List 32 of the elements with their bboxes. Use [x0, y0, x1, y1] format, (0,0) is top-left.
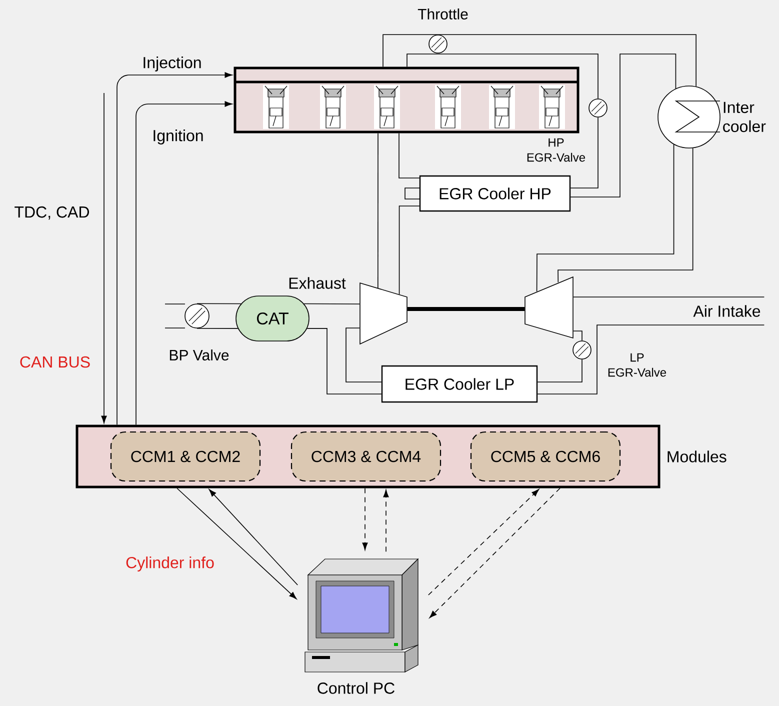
cooler-box: EGR Cooler HP	[419, 175, 571, 212]
arrow	[428, 489, 540, 596]
component-label: Control PC	[318, 682, 394, 694]
text-label: CAN BUS	[20, 356, 90, 368]
component-label: Air Intake	[693, 305, 760, 317]
edge-label: TDC, CAD	[13, 205, 91, 221]
arrow	[136, 101, 232, 426]
arrow	[362, 488, 368, 550]
arrow	[573, 330, 582, 341]
arrow	[429, 488, 560, 618]
text-label: Cylinder info	[126, 556, 214, 572]
text-label: BP Valve	[170, 349, 229, 360]
edge-label: Injection	[141, 56, 203, 72]
component-label: Exhaust	[289, 277, 346, 289]
arrow	[101, 92, 107, 424]
arrow	[176, 488, 297, 600]
valve-symbol	[588, 98, 608, 118]
text-label: HP EGR-Valve	[527, 138, 586, 162]
arrow	[116, 72, 232, 426]
module-box: CCM1 & CCM2	[110, 431, 261, 482]
edge-label: Ignition	[151, 128, 205, 146]
cooler-box: EGR Cooler LP	[381, 365, 538, 403]
arrow	[208, 489, 298, 586]
component-label: Modules	[668, 450, 726, 462]
arrow	[383, 490, 389, 552]
module-box: CCM5 & CCM6	[470, 431, 621, 482]
component-label: Inter cooler	[723, 102, 766, 132]
valve-symbol	[184, 304, 210, 328]
module-box: CCM3 & CCM4	[290, 431, 442, 482]
component-label: Throttle	[418, 8, 468, 20]
compressor-symbol	[524, 276, 574, 339]
component-label: LP EGR-Valve	[608, 353, 666, 377]
